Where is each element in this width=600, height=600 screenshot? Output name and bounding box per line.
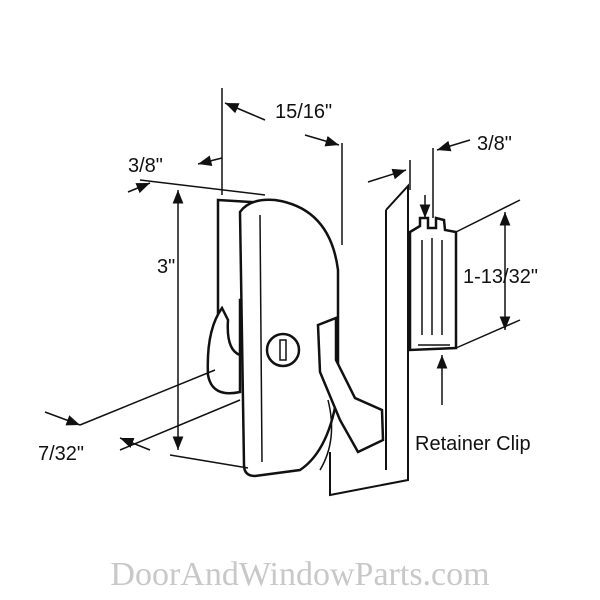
dim-clip-height: 1-13/32": [463, 266, 538, 288]
dim-top-width: 15/16": [275, 101, 332, 123]
dim-left-depth: 3/8": [128, 155, 163, 177]
keyhole-icon: [265, 332, 301, 368]
dim-height: 3": [157, 256, 175, 278]
dim-bottom-offset: 7/32": [38, 443, 84, 465]
dimension-lines: [44, 88, 521, 469]
retainer-clip-label: Retainer Clip: [415, 433, 531, 455]
latch-body: [206, 198, 385, 478]
watermark: DoorAndWindowParts.com: [110, 556, 489, 593]
retainer-clip: [408, 216, 458, 352]
dim-clip-depth: 3/8": [477, 133, 512, 155]
